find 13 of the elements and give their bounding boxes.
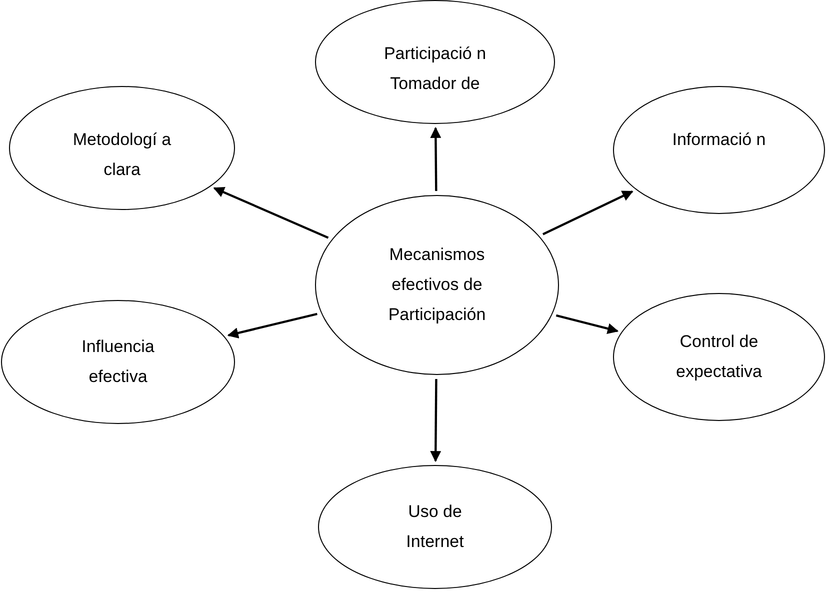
node-label: Mecanismos efectivos de Participación — [387, 244, 487, 326]
node-label: Metodologí a clara — [72, 129, 172, 181]
arrow — [430, 378, 442, 462]
arrow — [430, 126, 442, 191]
arrow — [227, 312, 318, 338]
node-label: Uso de Internet — [405, 501, 465, 553]
node-label: Control de expectativa — [675, 331, 763, 383]
arrow — [542, 190, 634, 236]
node-label: Participació n Tomador de — [382, 43, 488, 95]
node-label: Influencia efectiva — [80, 336, 156, 388]
node-label: Informació n — [671, 129, 767, 151]
arrow — [213, 187, 329, 239]
arrow — [556, 314, 619, 334]
